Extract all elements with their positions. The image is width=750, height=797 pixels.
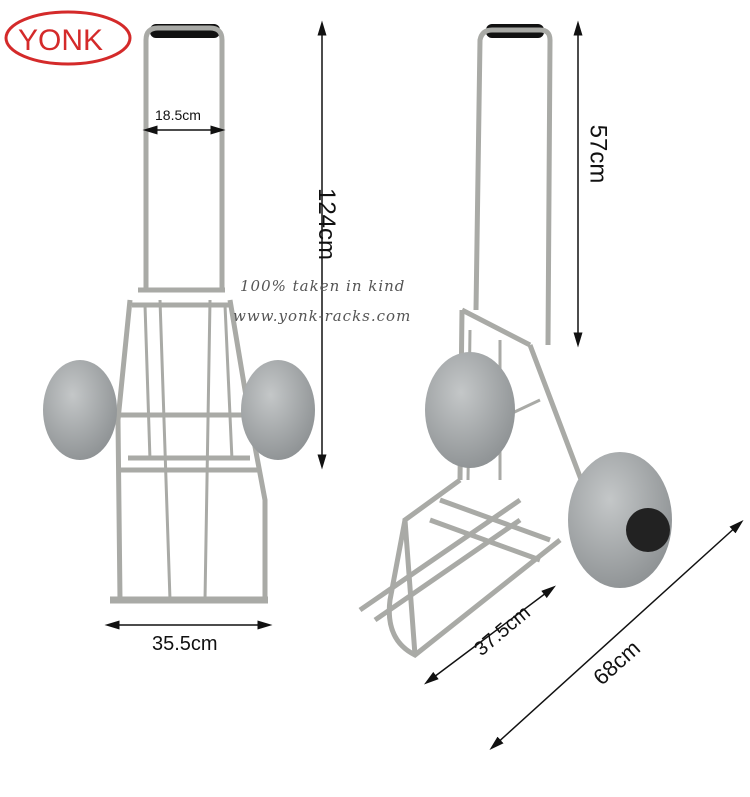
logo-text: YONK [18,24,103,57]
watermark-slogan: 100% taken in kind [240,277,406,295]
wheel-hub [626,508,670,552]
rear-wheel [425,352,515,468]
cart-angled-view [358,24,588,658]
yonk-logo: YONK [4,10,132,66]
cart-front-view [110,24,268,604]
right-wheel [241,360,315,460]
handle-width-label: 18.5cm [155,107,201,123]
dimension-lines [104,20,744,751]
base-width-label: 35.5cm [152,633,218,655]
watermark-url: www.yonk-racks.com [233,307,412,325]
left-wheel [43,360,117,460]
handle-extension-label: 57cm [584,124,612,184]
total-height-label: 124cm [313,187,341,261]
